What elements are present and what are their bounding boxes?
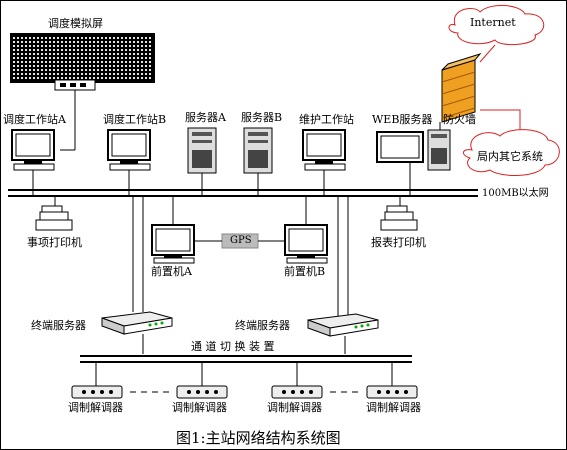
firewall-label: 防火墙	[443, 113, 476, 126]
modem-label: 调制解调器	[172, 401, 227, 414]
modem-icon	[366, 385, 418, 399]
workstation-a-label: 调度工作站A	[3, 113, 66, 126]
workstation-b-label: 调度工作站B	[103, 113, 167, 126]
report-printer-icon	[380, 196, 418, 231]
event-printer-icon	[35, 196, 73, 231]
intranet-label: 局内其它系统	[477, 150, 543, 163]
modem-label: 调制解调器	[267, 401, 322, 414]
internet-label: Internet	[470, 16, 516, 29]
intranet-cloud-icon	[463, 129, 560, 176]
frontend-a-label: 前置机A	[151, 265, 192, 278]
modem-icon	[71, 385, 123, 399]
ethernet-label: 100MB以太网	[482, 188, 549, 199]
report-printer-label: 报表打印机	[371, 236, 426, 249]
wall-panel-icon	[10, 33, 155, 91]
workstation-b-icon	[107, 129, 151, 196]
internet-cloud-icon	[448, 5, 545, 46]
modem-label: 调制解调器	[68, 401, 123, 414]
modem-icon	[271, 385, 323, 399]
terminal-server-right-icon	[307, 313, 379, 337]
frontend-b-icon	[284, 196, 328, 264]
server-b-icon	[243, 127, 273, 196]
modem-icon	[176, 385, 228, 399]
terminal-server-left-icon	[101, 311, 173, 335]
server-a-label: 服务器A	[185, 111, 226, 124]
workstation-a-icon	[11, 129, 55, 196]
frontend-a-icon	[151, 196, 195, 264]
terminal-server-left-label: 终端服务器	[31, 319, 86, 332]
switch-device-label: 通 道 切 换 装 置	[191, 340, 275, 353]
figure-caption: 图1:主站网络结构系统图	[176, 429, 341, 447]
web-server-icon	[376, 129, 451, 196]
firewall-icon	[439, 53, 482, 130]
frontend-b-label: 前置机B	[284, 265, 326, 278]
gps-label: GPS	[230, 235, 252, 246]
terminal-server-right-label: 终端服务器	[235, 319, 290, 332]
server-a-icon	[187, 127, 217, 196]
modem-label: 调制解调器	[366, 401, 421, 414]
wall-panel-label: 调度模拟屏	[48, 17, 103, 30]
maintenance-label: 维护工作站	[299, 113, 354, 126]
web-server-label: WEB服务器	[372, 113, 433, 126]
maintenance-station-icon	[302, 129, 346, 196]
server-b-label: 服务器B	[241, 111, 283, 124]
event-printer-label: 事项打印机	[27, 236, 82, 249]
